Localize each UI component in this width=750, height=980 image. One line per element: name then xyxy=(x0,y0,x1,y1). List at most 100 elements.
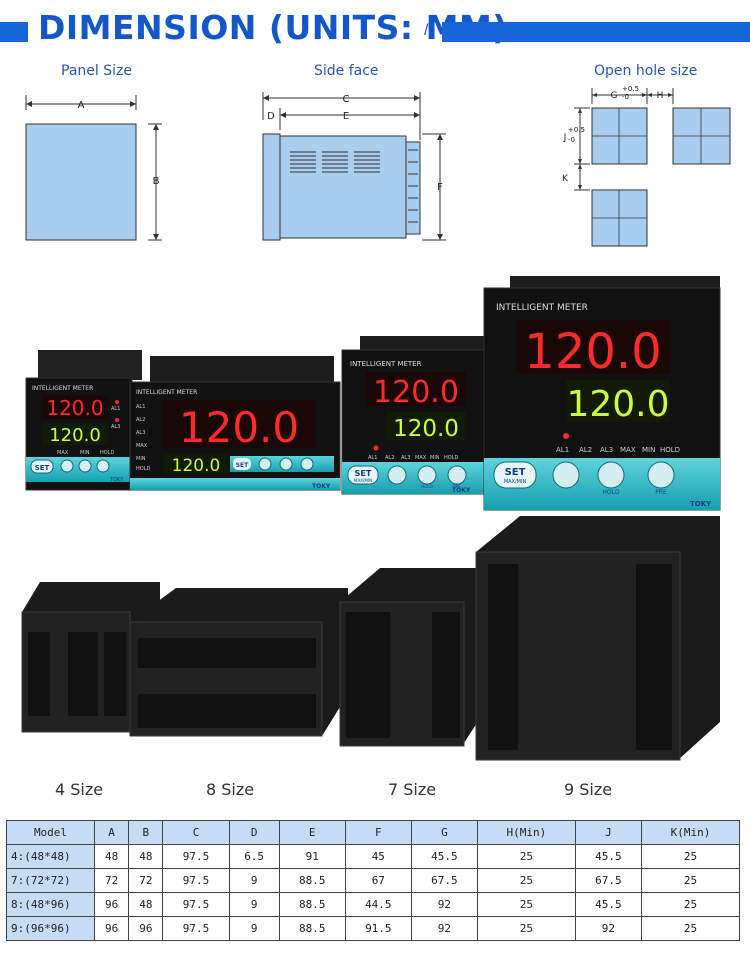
column-header: K(Min) xyxy=(640,820,741,845)
table-cell: 48 xyxy=(128,892,164,917)
table-cell: 25 xyxy=(476,844,576,869)
table-cell: 88.5 xyxy=(278,892,346,917)
meter-96x48: INTELLIGENT METER 120.0 AL1 AL2 AL3 MAX … xyxy=(129,356,341,491)
size-label: 8 Size xyxy=(206,780,255,799)
bezel-shape xyxy=(262,133,281,241)
table-cell: 88.5 xyxy=(278,868,346,893)
table-cell: 96 xyxy=(128,916,164,941)
svg-text:HOLD: HOLD xyxy=(421,484,432,489)
svg-text:MAX: MAX xyxy=(620,446,636,454)
side-face-diagram: C E D F xyxy=(262,92,446,241)
svg-text:AL3: AL3 xyxy=(600,446,613,454)
dim-a-label: A xyxy=(78,100,85,111)
table-row: 9:(96*96) 96 96 97.5 9 88.5 91.5 92 25 9… xyxy=(6,916,741,941)
table-cell: 25 xyxy=(640,844,741,869)
section-header: DIMENSION (UNITS: MM) / xyxy=(0,0,750,62)
table-cell: 25 xyxy=(476,916,576,941)
column-header: H(Min) xyxy=(476,820,576,845)
pv-display: 120.0 xyxy=(46,396,103,420)
column-header: G xyxy=(410,820,478,845)
table-cell: 45.5 xyxy=(574,892,642,917)
svg-text:AL3: AL3 xyxy=(136,430,145,436)
svg-text:HOLD: HOLD xyxy=(444,455,458,461)
dim-d-label: D xyxy=(267,111,275,122)
brand-logo: TOKY xyxy=(109,477,124,483)
svg-text:HOLD: HOLD xyxy=(136,466,150,472)
column-header: E xyxy=(278,820,346,845)
table-row: 4:(48*48) 48 48 97.5 6.5 91 45 45.5 25 4… xyxy=(6,844,741,869)
table-cell: 9 xyxy=(228,868,280,893)
column-header: J xyxy=(574,820,642,845)
svg-text:PRE: PRE xyxy=(655,489,667,496)
dim-f-label: F xyxy=(437,182,443,193)
svg-text:TOKY: TOKY xyxy=(690,500,712,508)
svg-text:PRE: PRE xyxy=(453,484,461,489)
table-cell: 7:(72*72) xyxy=(6,868,95,893)
svg-text:AL2: AL2 xyxy=(579,446,592,454)
header-accent-bar-right xyxy=(442,22,750,42)
svg-text:SET: SET xyxy=(236,462,249,469)
svg-text:AL1: AL1 xyxy=(136,404,145,410)
table-cell: 67.5 xyxy=(574,868,642,893)
svg-text:AL1: AL1 xyxy=(556,446,569,454)
svg-text:AL2: AL2 xyxy=(385,455,394,461)
pv-display: 120.0 xyxy=(373,375,459,410)
meter-title: INTELLIGENT METER xyxy=(350,360,422,368)
meter-title: INTELLIGENT METER xyxy=(136,389,197,396)
sv-display: 120.0 xyxy=(566,384,669,425)
page-title: DIMENSION (UNITS: MM) xyxy=(38,8,508,47)
side-face-label: Side face xyxy=(314,63,379,79)
table-cell: 92 xyxy=(410,916,478,941)
set-button: SET xyxy=(35,464,50,472)
column-header: D xyxy=(228,820,280,845)
meter-72x72: INTELLIGENT METER 120.0 120.0 AL1 AL2 AL… xyxy=(341,336,485,495)
table-cell: 88.5 xyxy=(278,916,346,941)
table-cell: 9 xyxy=(228,892,280,917)
table-cell: 9:(96*96) xyxy=(6,916,95,941)
column-header: Model xyxy=(6,820,95,845)
table-cell: 25 xyxy=(640,868,741,893)
rear-view-4 xyxy=(21,582,160,733)
meter-title: INTELLIGENT METER xyxy=(32,385,93,392)
table-row: 7:(72*72) 72 72 97.5 9 88.5 67 67.5 25 6… xyxy=(6,868,741,893)
svg-text:TOKY: TOKY xyxy=(452,487,471,494)
table-cell: 25 xyxy=(476,892,576,917)
pv-display: 120.0 xyxy=(524,324,661,380)
svg-text:MAX: MAX xyxy=(415,455,427,461)
table-cell: 25 xyxy=(476,868,576,893)
panel-front-shape xyxy=(25,123,137,241)
svg-text:MAX/MIN: MAX/MIN xyxy=(354,478,372,483)
header-slash: / xyxy=(424,22,429,39)
dim-e-label: E xyxy=(343,111,349,122)
rear-view-7 xyxy=(339,568,488,747)
panel-size-label: Panel Size xyxy=(61,63,132,79)
header-accent-bar-left xyxy=(0,22,28,42)
indicator-label: MIN xyxy=(80,450,90,456)
tol-g-minus: -0 xyxy=(622,93,629,101)
open-hole-diagram: G +0.5 -0 H J +0.5 -0 K xyxy=(562,85,731,247)
product-photos: INTELLIGENT METER 120.0 120.0 AL1 AL3 MA… xyxy=(21,276,721,761)
table-header-row: Model A B C D E F G H(Min) J K(Min) xyxy=(6,820,741,845)
column-header: F xyxy=(344,820,412,845)
svg-text:AL2: AL2 xyxy=(136,417,145,423)
dim-k-label: K xyxy=(562,174,569,184)
table-cell: 97.5 xyxy=(162,916,230,941)
svg-text:MIN: MIN xyxy=(642,446,655,454)
table-cell: 97.5 xyxy=(162,892,230,917)
table-cell: 48 xyxy=(128,844,164,869)
pv-display: 120.0 xyxy=(179,403,299,452)
table-cell: 91.5 xyxy=(344,916,412,941)
table-row: 8:(48*96) 96 48 97.5 9 88.5 44.5 92 25 4… xyxy=(6,892,741,917)
meter-48x48: INTELLIGENT METER 120.0 120.0 AL1 AL3 MA… xyxy=(25,350,142,491)
meter-title: INTELLIGENT METER xyxy=(496,303,588,313)
svg-text:MIN: MIN xyxy=(136,456,146,462)
table-cell: 72 xyxy=(93,868,130,893)
size-label: 7 Size xyxy=(388,780,437,799)
meter-96x96: INTELLIGENT METER 120.0 120.0 AL1 AL2 AL… xyxy=(483,276,721,511)
tol-j-plus: +0.5 xyxy=(568,126,585,134)
indicator-label: HOLD xyxy=(100,450,114,456)
size-label: 9 Size xyxy=(564,780,613,799)
indicator-label: AL1 xyxy=(111,406,120,412)
open-hole-label: Open hole size xyxy=(594,63,698,79)
panel-size-diagram: A B xyxy=(25,95,162,241)
